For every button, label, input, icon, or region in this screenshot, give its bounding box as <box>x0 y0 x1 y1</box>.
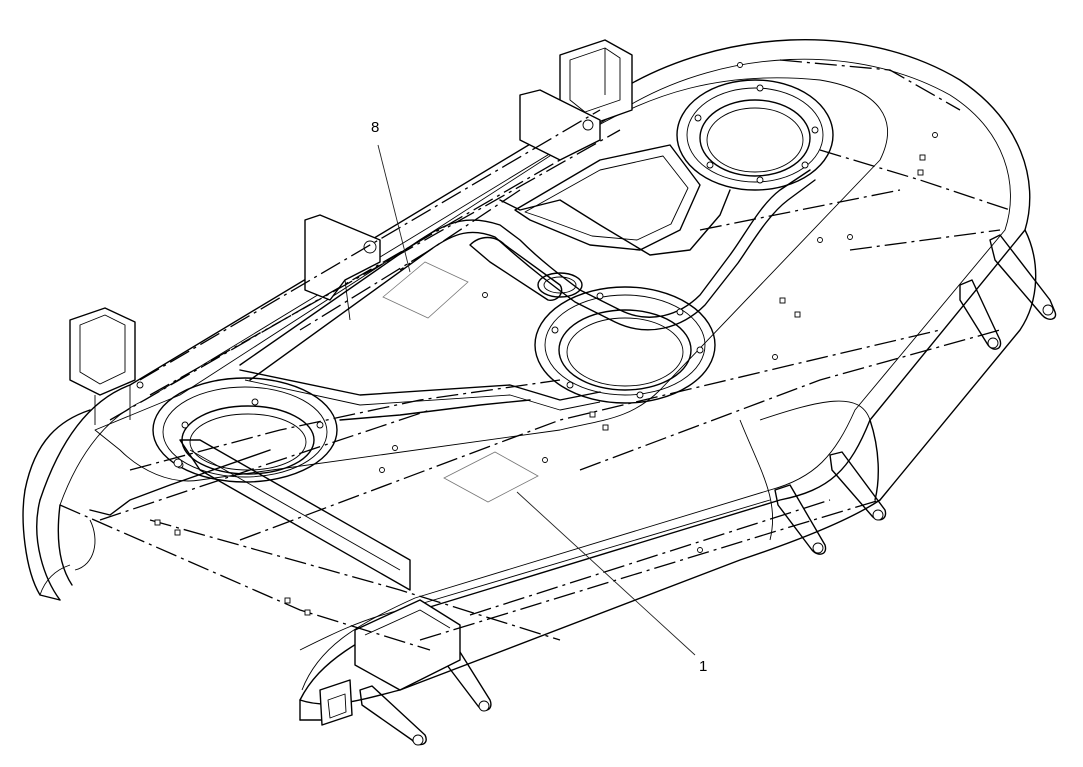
callout-8-leader <box>377 144 411 273</box>
callout-8: 8 <box>371 119 411 273</box>
phantom-lines <box>59 59 1011 651</box>
deck-top-surface <box>94 77 888 482</box>
decal-upper[interactable] <box>382 261 469 319</box>
rear-bracket-2 <box>519 89 601 161</box>
rear-bracket-3 <box>304 214 381 321</box>
spindle-housing-right <box>676 79 834 191</box>
fastener-holes <box>136 62 938 616</box>
rear-bracket-4 <box>69 307 136 425</box>
front-hanger-brackets <box>319 234 1057 746</box>
callout-1-label: 1 <box>699 658 707 675</box>
callout-8-label: 8 <box>371 119 379 136</box>
discharge-chute <box>22 439 411 601</box>
callout-1-leader <box>516 491 696 656</box>
spindle-housing-center <box>534 286 716 404</box>
callout-1: 1 <box>516 491 707 675</box>
decal-lower[interactable] <box>443 451 539 503</box>
